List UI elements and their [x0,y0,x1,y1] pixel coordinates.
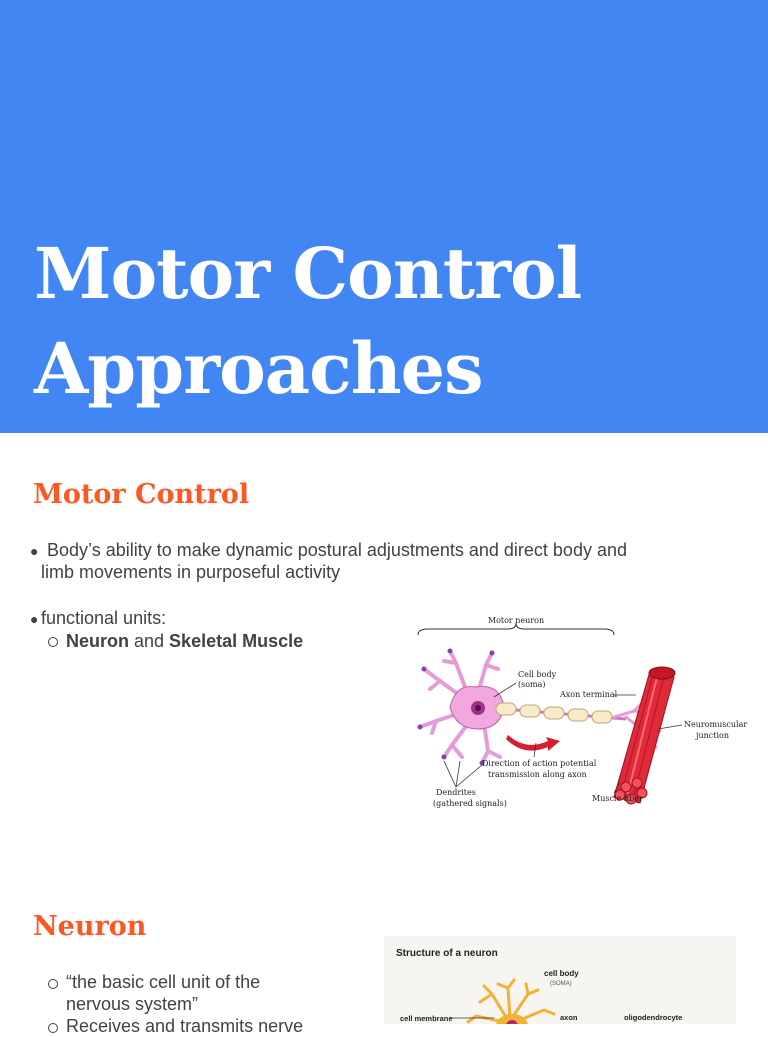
label-nmj-2: junction [695,731,729,740]
label-axon: axon [560,1013,578,1022]
slide-motor-control: Motor Control ● Body’s ability to make d… [0,433,768,867]
leader-line [657,724,683,730]
leader-lines [443,760,483,788]
neuron-structure-figure: Structure of a neuron cell body (SOMA) c… [384,936,736,1024]
motor-neuron-diagram: Motor neuron [417,616,747,808]
neuron-structure-svg: Structure of a neuron cell body (SOMA) c… [396,948,682,1024]
sub-bullet-text: “the basic cell unit of the [66,972,261,992]
title-line-2: Approaches [34,327,484,410]
label-gathered: (gathered signals) [433,799,507,808]
label-direction-2: transmission along axon [488,770,587,779]
conjunction: and [129,631,170,651]
label-direction-1: Direction of action potential [482,759,597,768]
bullet-text: functional units: [41,608,167,628]
title-banner: Motor Control Approaches [0,0,768,433]
leader-line [533,742,537,758]
neuron-nucleus [506,1020,518,1024]
sub-bullet-text-continued: nervous system” [66,994,199,1014]
leader-line [493,682,517,698]
nucleolus [475,705,481,711]
label-oligodendrocyte: oligodendrocyte [624,1013,682,1022]
label-cell-body: Cell body [518,670,557,679]
title-line-1: Motor Control [34,232,582,315]
term-neuron: Neuron [66,631,129,651]
label-soma: (SOMA) [550,981,572,987]
sub-bullet-circle [48,1023,58,1033]
label-soma: (soma) [518,680,546,689]
label-dendrites: Dendrites [436,788,476,797]
label-axon-terminal: Axon terminal [559,690,618,699]
bracket [417,622,615,636]
slide-heading: Motor Control [33,479,250,510]
figure-title: Structure of a neuron [396,948,498,959]
sub-bullet-circle [48,637,58,647]
neuron-dendrites [466,978,556,1024]
direction-arrow [506,735,560,751]
sub-bullet-text: Receives and transmits nerve [66,1016,304,1036]
bullet-text-continued: limb movements in purposeful activity [41,562,341,582]
bullet-dot: ● [30,611,39,627]
label-cell-membrane: cell membrane [400,1014,453,1023]
bullet-dot: ● [30,543,39,559]
slide-heading: Neuron [33,911,147,942]
label-motor-neuron: Motor neuron [488,616,544,625]
bullet-text: Body’s ability to make dynamic postural … [47,540,627,560]
myelin-sheath [495,702,613,724]
label-cell-body: cell body [544,969,579,978]
label-muscle-fiber: Muscle fiber [592,794,643,803]
muscle-fiber [613,666,676,805]
sub-bullet-circle [48,979,58,989]
sub-bullet-text: Neuron and Skeletal Muscle [66,630,303,652]
label-nmj-1: Neuromuscular [684,720,747,729]
dendrite-tips [417,648,495,766]
term-skeletal-muscle: Skeletal Muscle [169,631,304,651]
leader-line [613,780,621,794]
neuron-soma [496,1014,528,1024]
